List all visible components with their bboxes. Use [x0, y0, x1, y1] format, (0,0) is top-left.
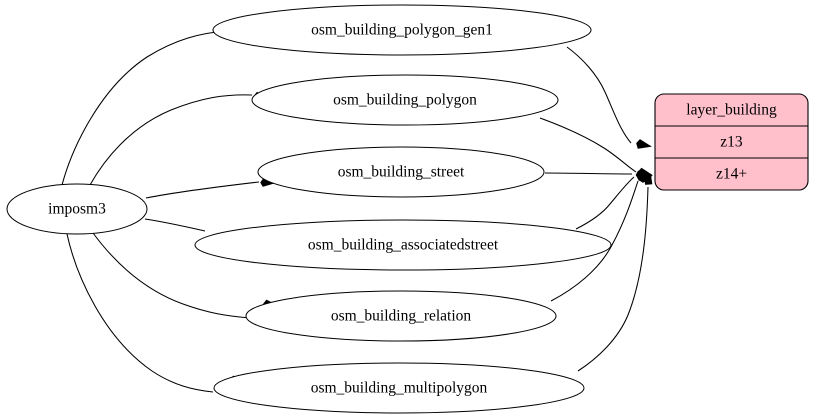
- node-osm_building_polygon-label: osm_building_polygon: [333, 92, 477, 109]
- node-osm_building_multipolygon-label: osm_building_multipolygon: [311, 380, 488, 397]
- edge-group-tables-to-layer: [539, 46, 653, 372]
- node-osm_building_street-shape[interactable]: [257, 146, 545, 198]
- node-osm_building_relation[interactable]: osm_building_relation: [245, 290, 557, 342]
- node-osm_building_polygon_gen1-label: osm_building_polygon_gen1: [311, 22, 493, 39]
- node-osm_building_relation-shape[interactable]: [245, 290, 557, 342]
- layer-building-row-z13: z13: [720, 134, 743, 151]
- node-osm_building_polygon_gen1[interactable]: osm_building_polygon_gen1: [212, 4, 592, 56]
- node-osm_building_polygon[interactable]: osm_building_polygon: [251, 74, 559, 126]
- node-osm_building_street-label: osm_building_street: [338, 164, 465, 181]
- node-osm_building_relation-label: osm_building_relation: [331, 308, 472, 325]
- edge-imposm3-to-osm_building_polygon_gen1: [61, 26, 240, 186]
- layer-building-row-name: layer_building: [686, 102, 777, 119]
- node-osm_building_associatedstreet-shape[interactable]: [194, 219, 612, 271]
- node-osm_building_polygon-shape[interactable]: [251, 74, 559, 126]
- layer-building-row-z14plus: z14+: [716, 166, 747, 183]
- edge-osm_building_multipolygon-to-z14plus: [577, 173, 653, 372]
- node-osm_building_polygon_gen1-shape[interactable]: [212, 4, 592, 56]
- node-osm_building_street[interactable]: osm_building_street: [257, 146, 545, 198]
- node-layer_building[interactable]: layer_building z13 z14+: [654, 93, 809, 191]
- node-osm_building_multipolygon[interactable]: osm_building_multipolygon: [213, 362, 585, 414]
- edge-osm_building_street-to-z14plus: [544, 170, 653, 179]
- edge-imposm3-to-osm_building_multipolygon: [66, 233, 245, 393]
- node-imposm3-label: imposm3: [48, 201, 106, 218]
- node-osm_building_associatedstreet-label: osm_building_associatedstreet: [308, 237, 499, 254]
- edge-osm_building_polygon_gen1-to-z13: [566, 46, 652, 149]
- node-imposm3-shape[interactable]: [6, 183, 148, 235]
- edge-osm_building_associatedstreet-to-z14plus: [575, 172, 652, 230]
- node-imposm3[interactable]: imposm3: [6, 183, 148, 235]
- layer-building-box[interactable]: [654, 93, 809, 191]
- edge-imposm3-to-osm_building_polygon: [89, 91, 269, 186]
- node-osm_building_multipolygon-shape[interactable]: [213, 362, 585, 414]
- edge-imposm3-to-osm_building_street: [145, 178, 275, 199]
- edge-osm_building_polygon-to-z14plus: [539, 117, 653, 177]
- node-osm_building_associatedstreet[interactable]: osm_building_associatedstreet: [194, 219, 612, 271]
